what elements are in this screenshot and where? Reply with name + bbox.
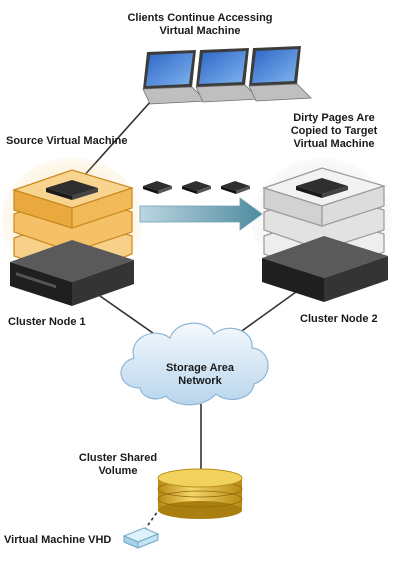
dirty-pages-chips xyxy=(143,181,250,194)
file-icon xyxy=(122,527,160,549)
virtual-machine-vhd-label: Virtual Machine VHD xyxy=(4,534,112,546)
memory-chip-icon xyxy=(221,181,250,194)
memory-chip-icon xyxy=(143,181,172,194)
migration-arrow xyxy=(139,197,263,231)
source-virtual-machine xyxy=(2,158,142,282)
server-icon xyxy=(10,240,134,306)
server-icon xyxy=(262,236,388,302)
line-node1-to-san xyxy=(99,295,161,339)
client-laptops xyxy=(142,46,312,105)
cloud-icon xyxy=(120,322,269,406)
source-vm-label: Source Virtual Machine xyxy=(6,135,128,147)
disk-icon xyxy=(157,468,243,519)
memory-chip-icon xyxy=(46,180,98,200)
laptop-icon xyxy=(248,46,312,102)
storage-area-network-label: Storage Area Network xyxy=(165,362,235,387)
cluster-node-2-label: Cluster Node 2 xyxy=(300,313,378,325)
cluster-shared-volume-label: Cluster Shared Volume xyxy=(78,452,158,477)
line-csv-to-vhd xyxy=(145,507,161,529)
laptop-icon xyxy=(195,48,260,103)
line-node2-to-san xyxy=(231,291,297,339)
cluster-node-1-label: Cluster Node 1 xyxy=(8,316,86,328)
laptop-icon xyxy=(142,50,207,105)
clients-label: Clients Continue Accessing Virtual Machi… xyxy=(127,12,273,37)
dirty-pages-label: Dirty Pages Are Copied to Target Virtual… xyxy=(290,112,378,150)
memory-chip-icon xyxy=(296,178,348,198)
memory-chip-icon xyxy=(182,181,211,194)
